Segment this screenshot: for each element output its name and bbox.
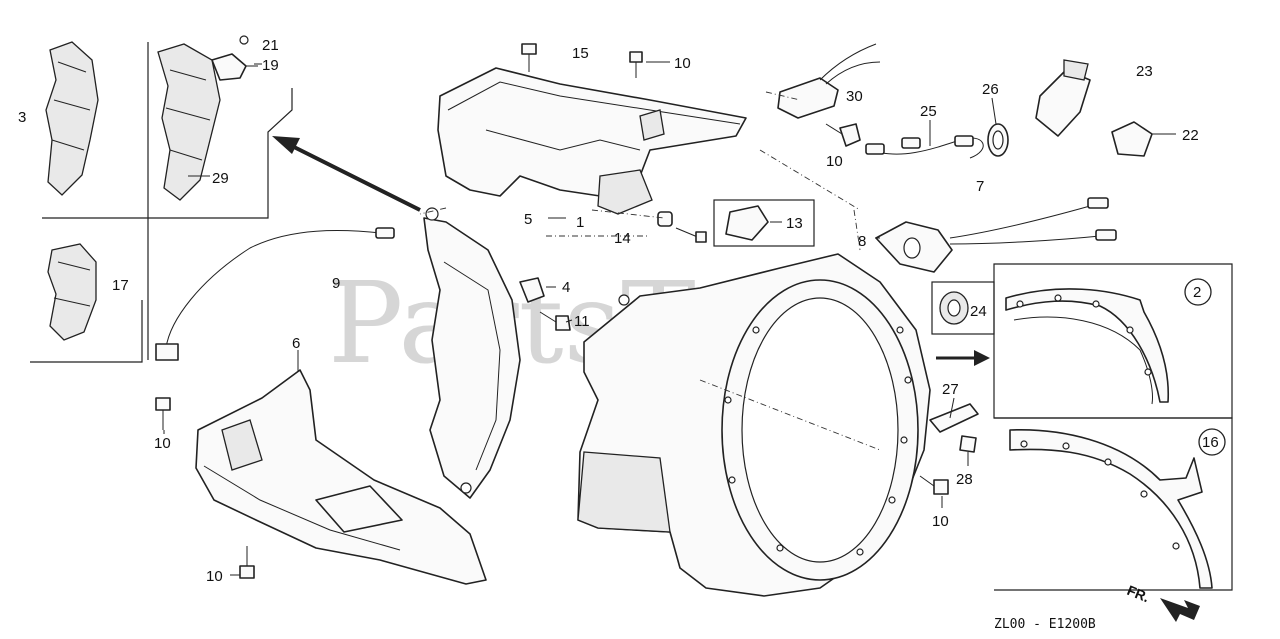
bolt-15 [521, 43, 537, 72]
harness-holder-23 [1035, 59, 1091, 137]
callout-6: 6 [292, 335, 300, 352]
callout-15: 15 [572, 45, 589, 62]
callout-8: 8 [858, 233, 866, 250]
wire-part-9 [155, 227, 395, 361]
front-indicator: FR. [1125, 582, 1200, 622]
clamp-26 [987, 123, 1009, 157]
inset-part-3 [45, 41, 99, 196]
callout-14: 14 [614, 230, 631, 247]
callout-24: 24 [970, 303, 987, 320]
callout-9: 9 [332, 275, 340, 292]
front-label: FR. [1125, 582, 1152, 605]
fan-shroud-part [577, 253, 931, 597]
callout-21: 21 [262, 37, 279, 54]
callout-28: 28 [956, 471, 973, 488]
callout-11: 11 [574, 313, 590, 330]
callout-23: 23 [1136, 63, 1153, 80]
callout-26: 26 [982, 81, 999, 98]
detail-inset-16 [994, 417, 1233, 591]
bracket-27 [929, 403, 979, 433]
callout-22: 22 [1182, 127, 1199, 144]
bolt-10-top [629, 51, 643, 78]
lower-cover-part-6 [195, 369, 487, 585]
leader-lines [163, 61, 1176, 576]
callout-16: 16 [1202, 434, 1219, 451]
inset-part-17 [47, 243, 97, 341]
callout-10-top: 10 [674, 55, 691, 72]
clip-4 [519, 277, 545, 303]
callout-10-bottom: 10 [206, 568, 223, 585]
bolt-10-shroud [919, 475, 949, 495]
circle-marker-16 [1198, 428, 1226, 456]
callout-19: 19 [262, 57, 279, 74]
circle-marker-2 [1184, 278, 1212, 306]
callout-10-left: 10 [154, 435, 171, 452]
callout-25: 25 [920, 103, 937, 120]
callout-30: 30 [846, 88, 863, 105]
left-inset-frame [30, 42, 293, 363]
callout-7: 7 [976, 178, 984, 195]
callout-29: 29 [212, 170, 229, 187]
callout-10-shroud: 10 [932, 513, 949, 530]
bolt-10-bottom [239, 546, 255, 579]
side-cover-part-4 [423, 207, 521, 499]
callout-27: 27 [942, 381, 959, 398]
callout-17: 17 [112, 277, 129, 294]
upper-shroud-part [437, 67, 747, 215]
callout-1: 1 [576, 214, 584, 231]
callout-4: 4 [562, 279, 570, 296]
callout-2: 2 [1193, 284, 1201, 301]
ignition-unit-30 [777, 43, 881, 119]
callout-13: 13 [786, 215, 803, 232]
direction-arrow [272, 136, 421, 212]
bolt-28 [959, 435, 977, 453]
switch-8 [875, 197, 1117, 273]
callout-labels: 21 19 3 29 17 15 10 30 25 26 23 22 10 7 … [18, 37, 1219, 585]
front-arrow-icon [1160, 598, 1200, 622]
diagram-code: ZL00 - E1200B [994, 617, 1096, 632]
wire-harness-25 [865, 135, 984, 159]
grommet-24 [931, 281, 995, 335]
callout-3: 3 [18, 109, 26, 126]
bolt-11 [539, 311, 571, 331]
clip-part-13 [713, 199, 815, 247]
guide-lines [419, 91, 881, 451]
inset-arrow [936, 350, 990, 366]
bolt-10-right [825, 123, 861, 147]
callout-5: 5 [524, 211, 532, 228]
inset-part-19-21 [211, 35, 258, 81]
inset-part-29 [157, 43, 221, 201]
bushing-part-1 [657, 211, 707, 243]
bolt-10-left [155, 397, 171, 430]
callout-10-right: 10 [826, 153, 843, 170]
clip-22 [1111, 121, 1153, 157]
